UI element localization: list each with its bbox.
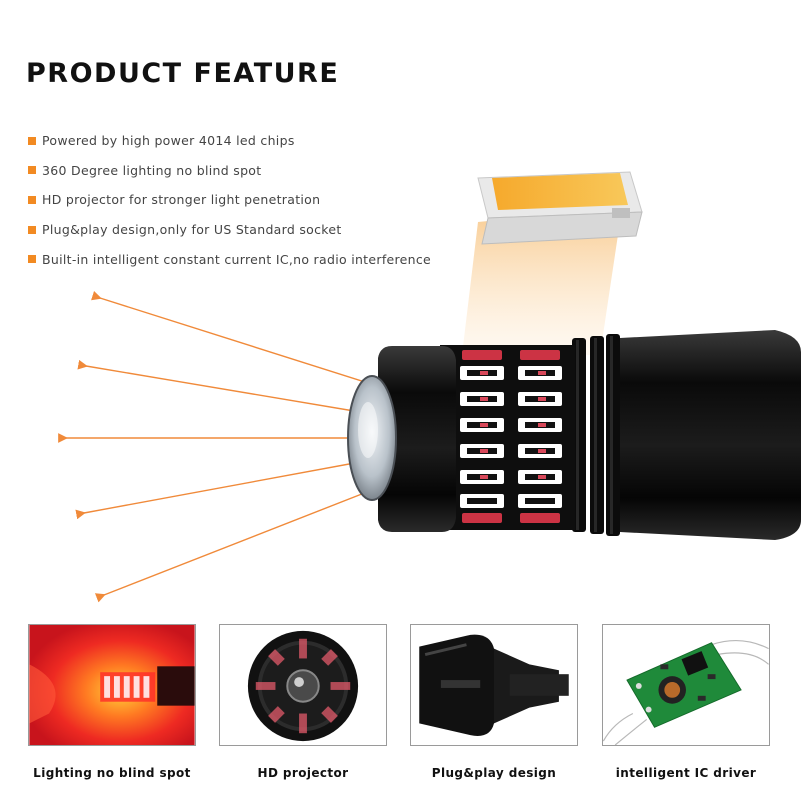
gallery-thumbnail	[410, 624, 578, 746]
driver-circuit-board-image	[603, 625, 769, 745]
led-chip-image	[477, 171, 643, 245]
projector-lens-image	[220, 625, 386, 745]
led-bulb-hero-image	[58, 171, 801, 603]
gallery-caption: intelligent IC driver	[615, 766, 757, 780]
feature-list: Powered by high power 4014 led chips 360…	[28, 126, 431, 274]
gallery-thumbnail	[602, 624, 770, 746]
feature-item: 360 Degree lighting no blind spot	[28, 156, 431, 186]
socket-base-image	[411, 625, 577, 745]
square-bullet-icon	[28, 166, 36, 175]
square-bullet-icon	[28, 195, 36, 204]
projector-lens	[347, 375, 397, 501]
square-bullet-icon	[28, 136, 36, 145]
feature-item: Powered by high power 4014 led chips	[28, 126, 431, 156]
page-title: PRODUCT FEATURE	[26, 58, 340, 89]
feature-text: Powered by high power 4014 led chips	[42, 133, 295, 149]
gallery-caption: Lighting no blind spot	[33, 766, 191, 780]
square-bullet-icon	[28, 225, 36, 234]
light-beam	[462, 208, 622, 355]
gallery-thumbnail	[28, 624, 196, 746]
gallery-caption: Plug&play design	[431, 766, 557, 780]
red-led-array	[460, 350, 562, 523]
gallery-caption: HD projector	[257, 766, 349, 780]
square-bullet-icon	[28, 255, 36, 264]
feature-text: HD projector for stronger light penetrat…	[42, 192, 321, 208]
feature-item: Built-in intelligent constant current IC…	[28, 244, 431, 274]
feature-item: HD projector for stronger light penetrat…	[28, 185, 431, 215]
feature-item: Plug&play design,only for US Standard so…	[28, 215, 431, 245]
feature-text: Plug&play design,only for US Standard so…	[42, 222, 342, 238]
light-ray-arrows	[58, 290, 373, 603]
red-glow-bulb-image	[29, 625, 195, 745]
feature-text: 360 Degree lighting no blind spot	[42, 162, 262, 178]
gallery-thumbnail	[219, 624, 387, 746]
feature-text: Built-in intelligent constant current IC…	[42, 251, 432, 267]
